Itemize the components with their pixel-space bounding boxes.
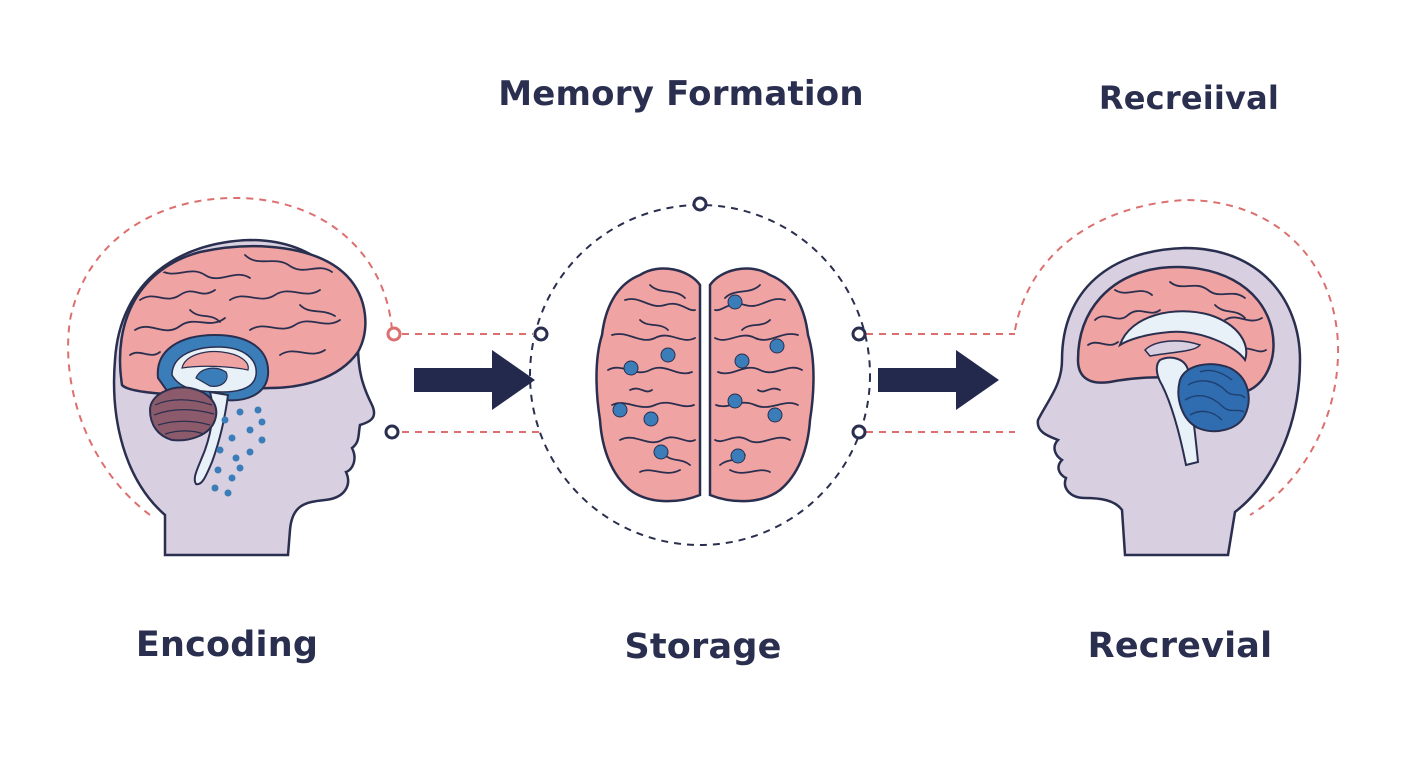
arrow-right-icon (878, 350, 999, 410)
diagram-title: Memory Formation (498, 74, 864, 114)
arrow-right-icon (414, 350, 535, 410)
stage-label-storage: Storage (624, 627, 782, 667)
connector-lines (402, 333, 1015, 433)
storage-dashed-circle (529, 204, 871, 546)
top-right-label: Recreiival (1098, 79, 1280, 117)
retrieval-dashed-circle (1014, 198, 1340, 516)
connector-nodes (384, 196, 867, 440)
encoding-dashed-circle (67, 196, 393, 516)
stage-label-retrieval: Recrevial (1087, 626, 1273, 666)
stage-label-encoding: Encoding (135, 625, 319, 665)
head-with-brain-encoding-icon (112, 238, 376, 557)
head-with-brain-retrieval-icon (1036, 246, 1302, 557)
brain-with-stored-memories-icon (595, 267, 815, 503)
